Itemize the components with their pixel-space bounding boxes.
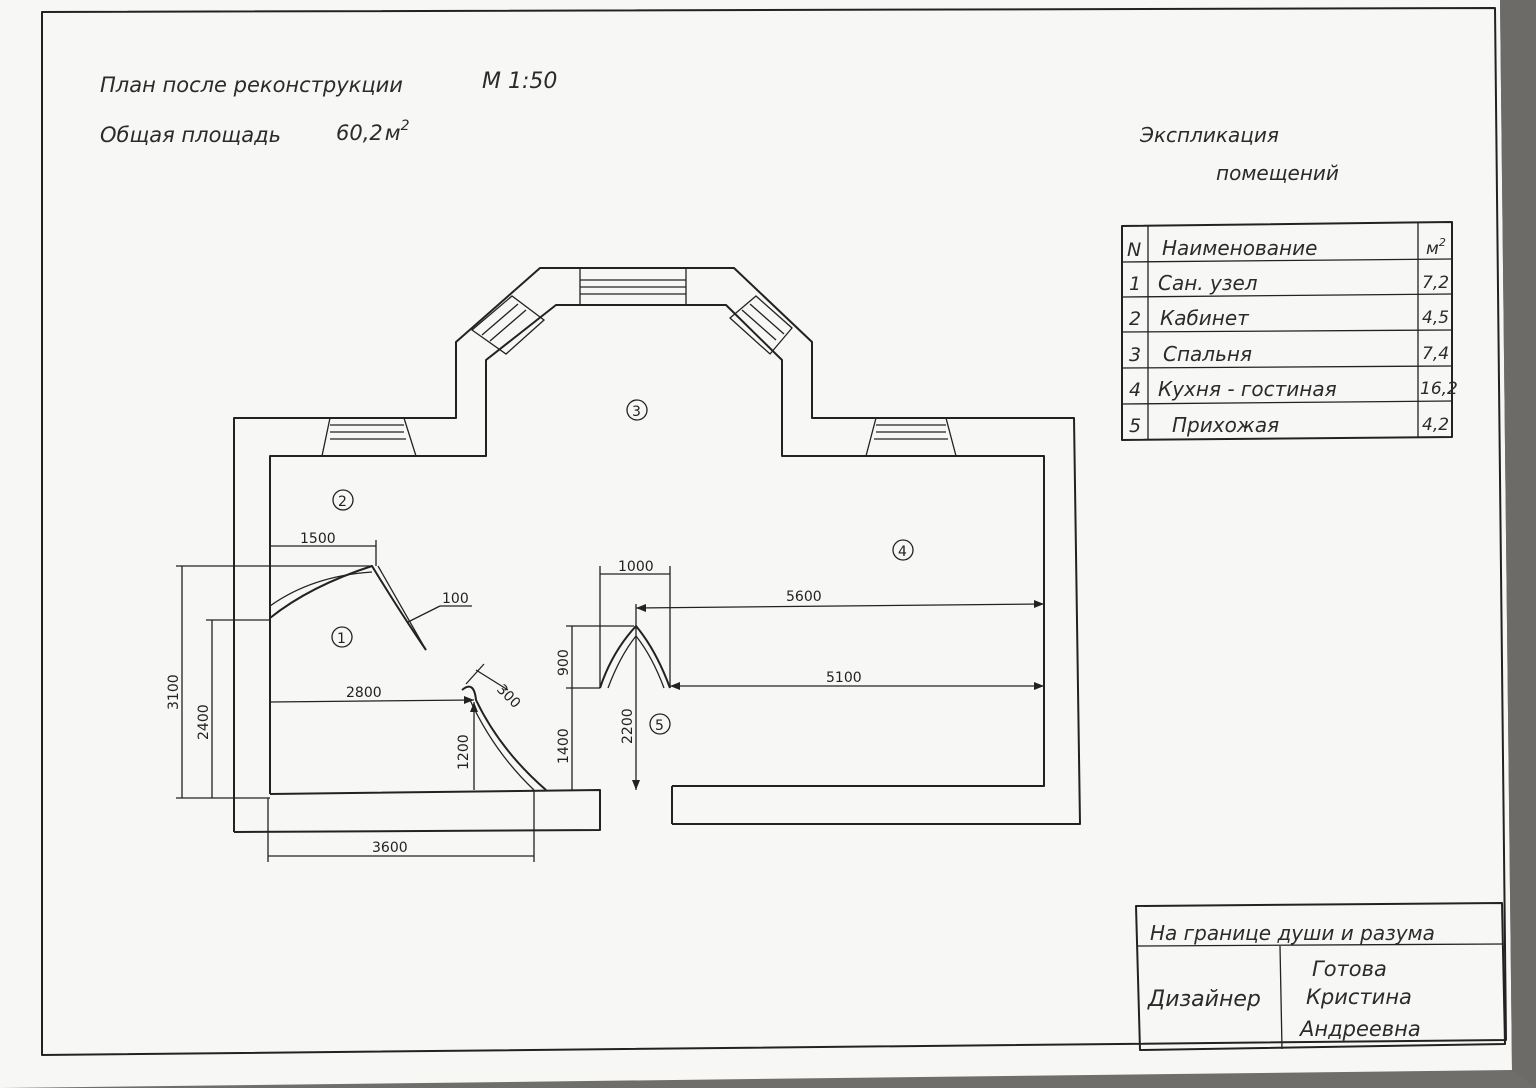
dimension-1200: 1200 [456,702,478,790]
svg-text:1: 1 [337,631,346,647]
table-row: 4 Кухня - гостиная 16,2 [1129,377,1458,401]
window-bay-right [729,295,793,355]
svg-text:2200: 2200 [620,708,636,744]
svg-text:Кабинет: Кабинет [1160,306,1250,330]
svg-text:7,4: 7,4 [1422,344,1449,364]
dimension-2800: 2800 [269,685,475,704]
dimension-1400: 1400 [556,688,573,790]
plan-title: План после реконструкции [100,73,403,97]
window-right [865,417,957,457]
window-left [321,417,417,457]
svg-text:3100: 3100 [166,674,182,710]
table-header-area: м2 [1426,236,1446,259]
table-header-name: Наименование [1162,236,1317,260]
svg-text:900: 900 [556,649,572,676]
svg-text:2400: 2400 [196,704,212,740]
explication-table: N Наименование м2 1 Сан. узел 7,2 2 Каби… [1121,221,1458,441]
svg-text:1400: 1400 [556,728,572,764]
svg-text:4,5: 4,5 [1422,308,1449,328]
svg-text:2: 2 [338,494,347,510]
plan-scale: М 1:50 [482,69,557,94]
dimension-1000: 1000 [599,559,671,688]
svg-text:4: 4 [898,544,907,560]
svg-text:Сан. узел: Сан. узел [1158,271,1258,295]
svg-text:3: 3 [632,404,641,420]
table-row: 3 Спальня 7,4 [1129,342,1449,366]
svg-text:Спальня: Спальня [1163,342,1252,366]
dimension-2400: 2400 [196,619,270,798]
dimension-100: 100 [407,591,472,623]
total-area-label: Общая площадь [100,123,281,147]
svg-text:3600: 3600 [372,840,408,856]
table-row: 2 Кабинет 4,5 [1129,306,1449,330]
dimension-5600: 5600 [635,589,1045,612]
svg-text:1000: 1000 [618,559,654,575]
svg-text:4: 4 [1129,379,1141,401]
table-row: 5 Прихожая 4,2 [1129,413,1449,437]
svg-text:5: 5 [1129,415,1141,437]
window-bay-center [579,267,687,306]
dimension-3600: 3600 [267,790,535,862]
svg-text:3: 3 [1129,344,1141,366]
svg-text:7,2: 7,2 [1422,273,1449,293]
designer-surname: Готова [1312,957,1387,981]
svg-text:5100: 5100 [826,670,862,686]
svg-text:2: 2 [1129,308,1141,330]
svg-text:4,2: 4,2 [1422,415,1449,435]
drawing-frame [41,7,1507,1056]
svg-text:1500: 1500 [300,531,336,547]
svg-text:5: 5 [655,718,664,734]
svg-text:Кухня - гостиная: Кухня - гостиная [1158,377,1337,401]
explication-title-2: помещений [1216,161,1339,185]
svg-text:1: 1 [1129,273,1141,295]
table-row: 1 Сан. узел 7,2 [1129,271,1449,295]
dimension-2200: 2200 [620,604,640,790]
dimension-1500: 1500 [269,531,377,566]
svg-text:2800: 2800 [346,685,382,701]
project-name: На границе души и разума [1150,921,1435,945]
title-block: На границе души и разума Дизайнер Готова… [1135,902,1506,1051]
table-edge [1500,0,1536,1088]
designer-role: Дизайнер [1147,987,1261,1012]
svg-text:16,2: 16,2 [1420,379,1458,399]
explication-title-1: Экспликация [1139,123,1279,147]
room-marker-4: 4 [892,539,914,561]
svg-text:100: 100 [442,591,469,607]
table-header-num: N [1127,239,1141,261]
dimension-3100: 3100 [166,565,372,799]
room-marker-3: 3 [626,399,648,421]
window-bay-left [470,295,546,355]
designer-patronymic: Андреевна [1298,1017,1421,1041]
room-marker-2: 2 [332,489,354,511]
designer-firstname: Кристина [1306,985,1412,1009]
svg-text:1200: 1200 [456,734,472,770]
room-marker-5: 5 [649,713,671,735]
room-marker-1: 1 [331,626,353,648]
dimension-5100: 5100 [670,670,1044,690]
svg-text:Прихожая: Прихожая [1172,413,1279,437]
total-area-value: 60,2м2 [336,118,410,145]
svg-text:5600: 5600 [786,589,822,605]
